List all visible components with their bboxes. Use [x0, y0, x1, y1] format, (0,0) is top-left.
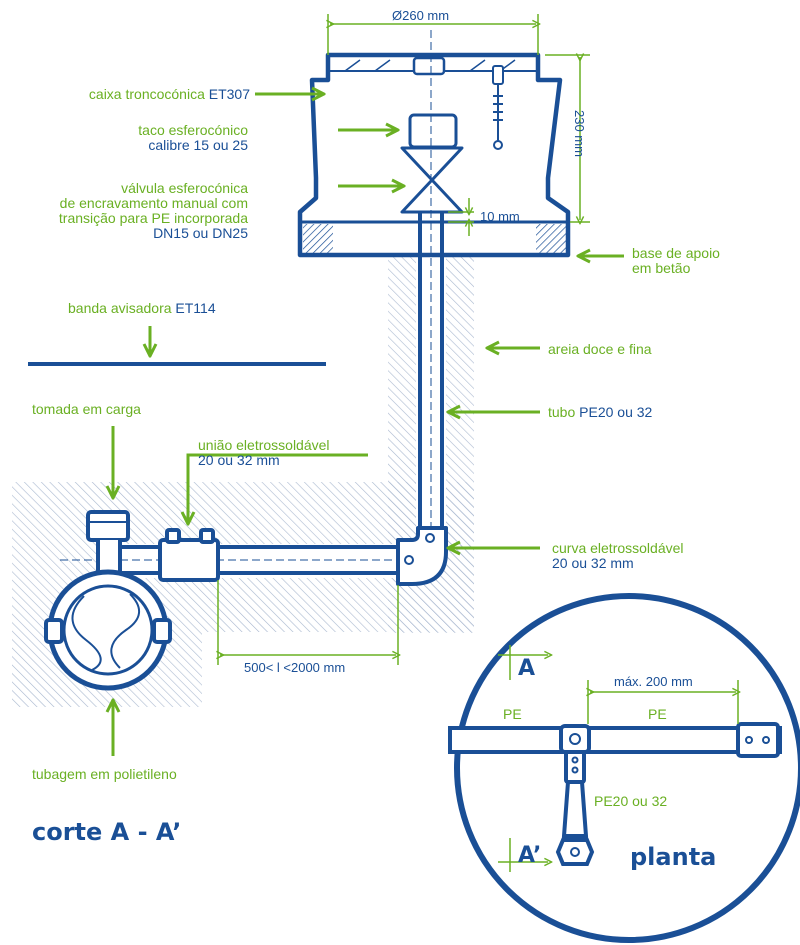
- plan-view: [448, 593, 800, 943]
- tapping-saddle: [44, 510, 172, 691]
- anchor-bolt: [492, 65, 504, 150]
- label-tapping: tomada em carga: [32, 401, 141, 417]
- vertical-pipe: [418, 212, 444, 528]
- label-warning-tape: banda avisadora ET114: [68, 300, 216, 316]
- ball-valve: [400, 146, 464, 214]
- elbow-fitting: [396, 526, 448, 586]
- plan-label-pe-right: PE: [648, 706, 667, 722]
- label-union: união eletrossoldável 20 ou 32 mm: [198, 437, 330, 468]
- label-main-pipe: tubagem em polietileno: [32, 766, 177, 782]
- section-title: corte A - A’: [32, 818, 182, 846]
- plan-title: planta: [630, 843, 717, 871]
- label-elbow: curva eletrossoldável 20 ou 32 mm: [552, 540, 684, 571]
- dimension-lines: [218, 14, 590, 665]
- label-tube: tubo PE20 ou 32: [548, 404, 653, 420]
- dim-length: 500< l <2000 mm: [244, 660, 346, 675]
- label-sand: areia doce e fina: [548, 341, 652, 357]
- label-plug: taco esferocónico calibre 15 ou 25: [138, 122, 248, 153]
- callout-arrows: [113, 94, 624, 756]
- section-mark-a: A: [518, 656, 536, 681]
- electrofusion-union: [158, 528, 220, 582]
- label-valve: válvula esferocónica de encravamento man…: [58, 180, 248, 241]
- section-mark-a-prime: A’: [518, 843, 542, 868]
- plan-label-pe-left: PE: [503, 706, 522, 722]
- dim-gap: 10 mm: [480, 209, 520, 224]
- dim-diameter: Ø260 mm: [392, 8, 450, 23]
- plan-label-pipe: PE20 ou 32: [594, 793, 668, 809]
- dim-height: 230 mm: [572, 110, 587, 157]
- label-base: base de apoio em betão: [632, 245, 720, 276]
- ball-cone-plug: [408, 113, 458, 149]
- dim-max: máx. 200 mm: [614, 674, 693, 689]
- label-conical-box: caixa troncocónica ET307: [88, 86, 250, 102]
